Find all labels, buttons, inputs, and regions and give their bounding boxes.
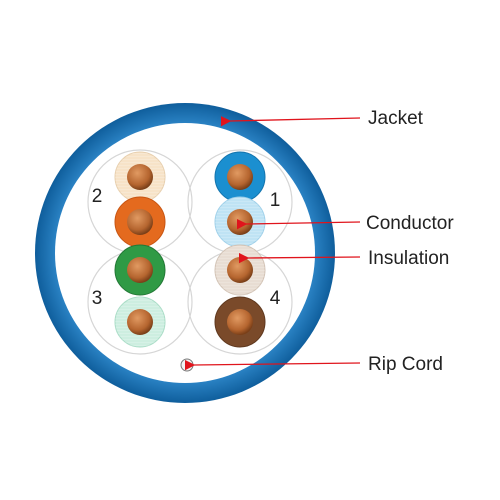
callout-insulation-line [238,252,361,264]
wire-white-orange [114,151,166,203]
wire-white-green [114,296,166,348]
pair-number-4: 4 [270,288,281,309]
conductor-core [227,164,253,190]
callout-lines [184,116,361,371]
callout-rip-cord-line [184,359,361,371]
pair-number-2: 2 [92,186,103,207]
callout-conductor-line [236,218,361,230]
label-insulation: Insulation [368,248,449,269]
wire-green [114,244,166,296]
conductor-core [127,257,153,283]
label-rip-cord: Rip Cord [368,354,443,375]
label-conductor: Conductor [366,213,454,234]
conductor-core [227,309,253,335]
wire-orange [114,196,166,248]
jacket [35,103,335,403]
conductor-core [127,164,153,190]
label-jacket: Jacket [368,108,424,129]
jacket-inner [55,123,315,383]
conductor-core [227,209,253,235]
conductor-core [127,309,153,335]
wire-blue [214,151,266,203]
wire-white-brown [214,244,266,296]
pair-number-1: 1 [270,190,281,211]
rip-cord [180,358,194,372]
conductor-core [227,257,253,283]
pair-number-3: 3 [92,288,103,309]
wire-brown [214,296,266,348]
conductor-core [127,209,153,235]
wire-white-blue [214,196,266,248]
callout-jacket-line [220,116,361,127]
